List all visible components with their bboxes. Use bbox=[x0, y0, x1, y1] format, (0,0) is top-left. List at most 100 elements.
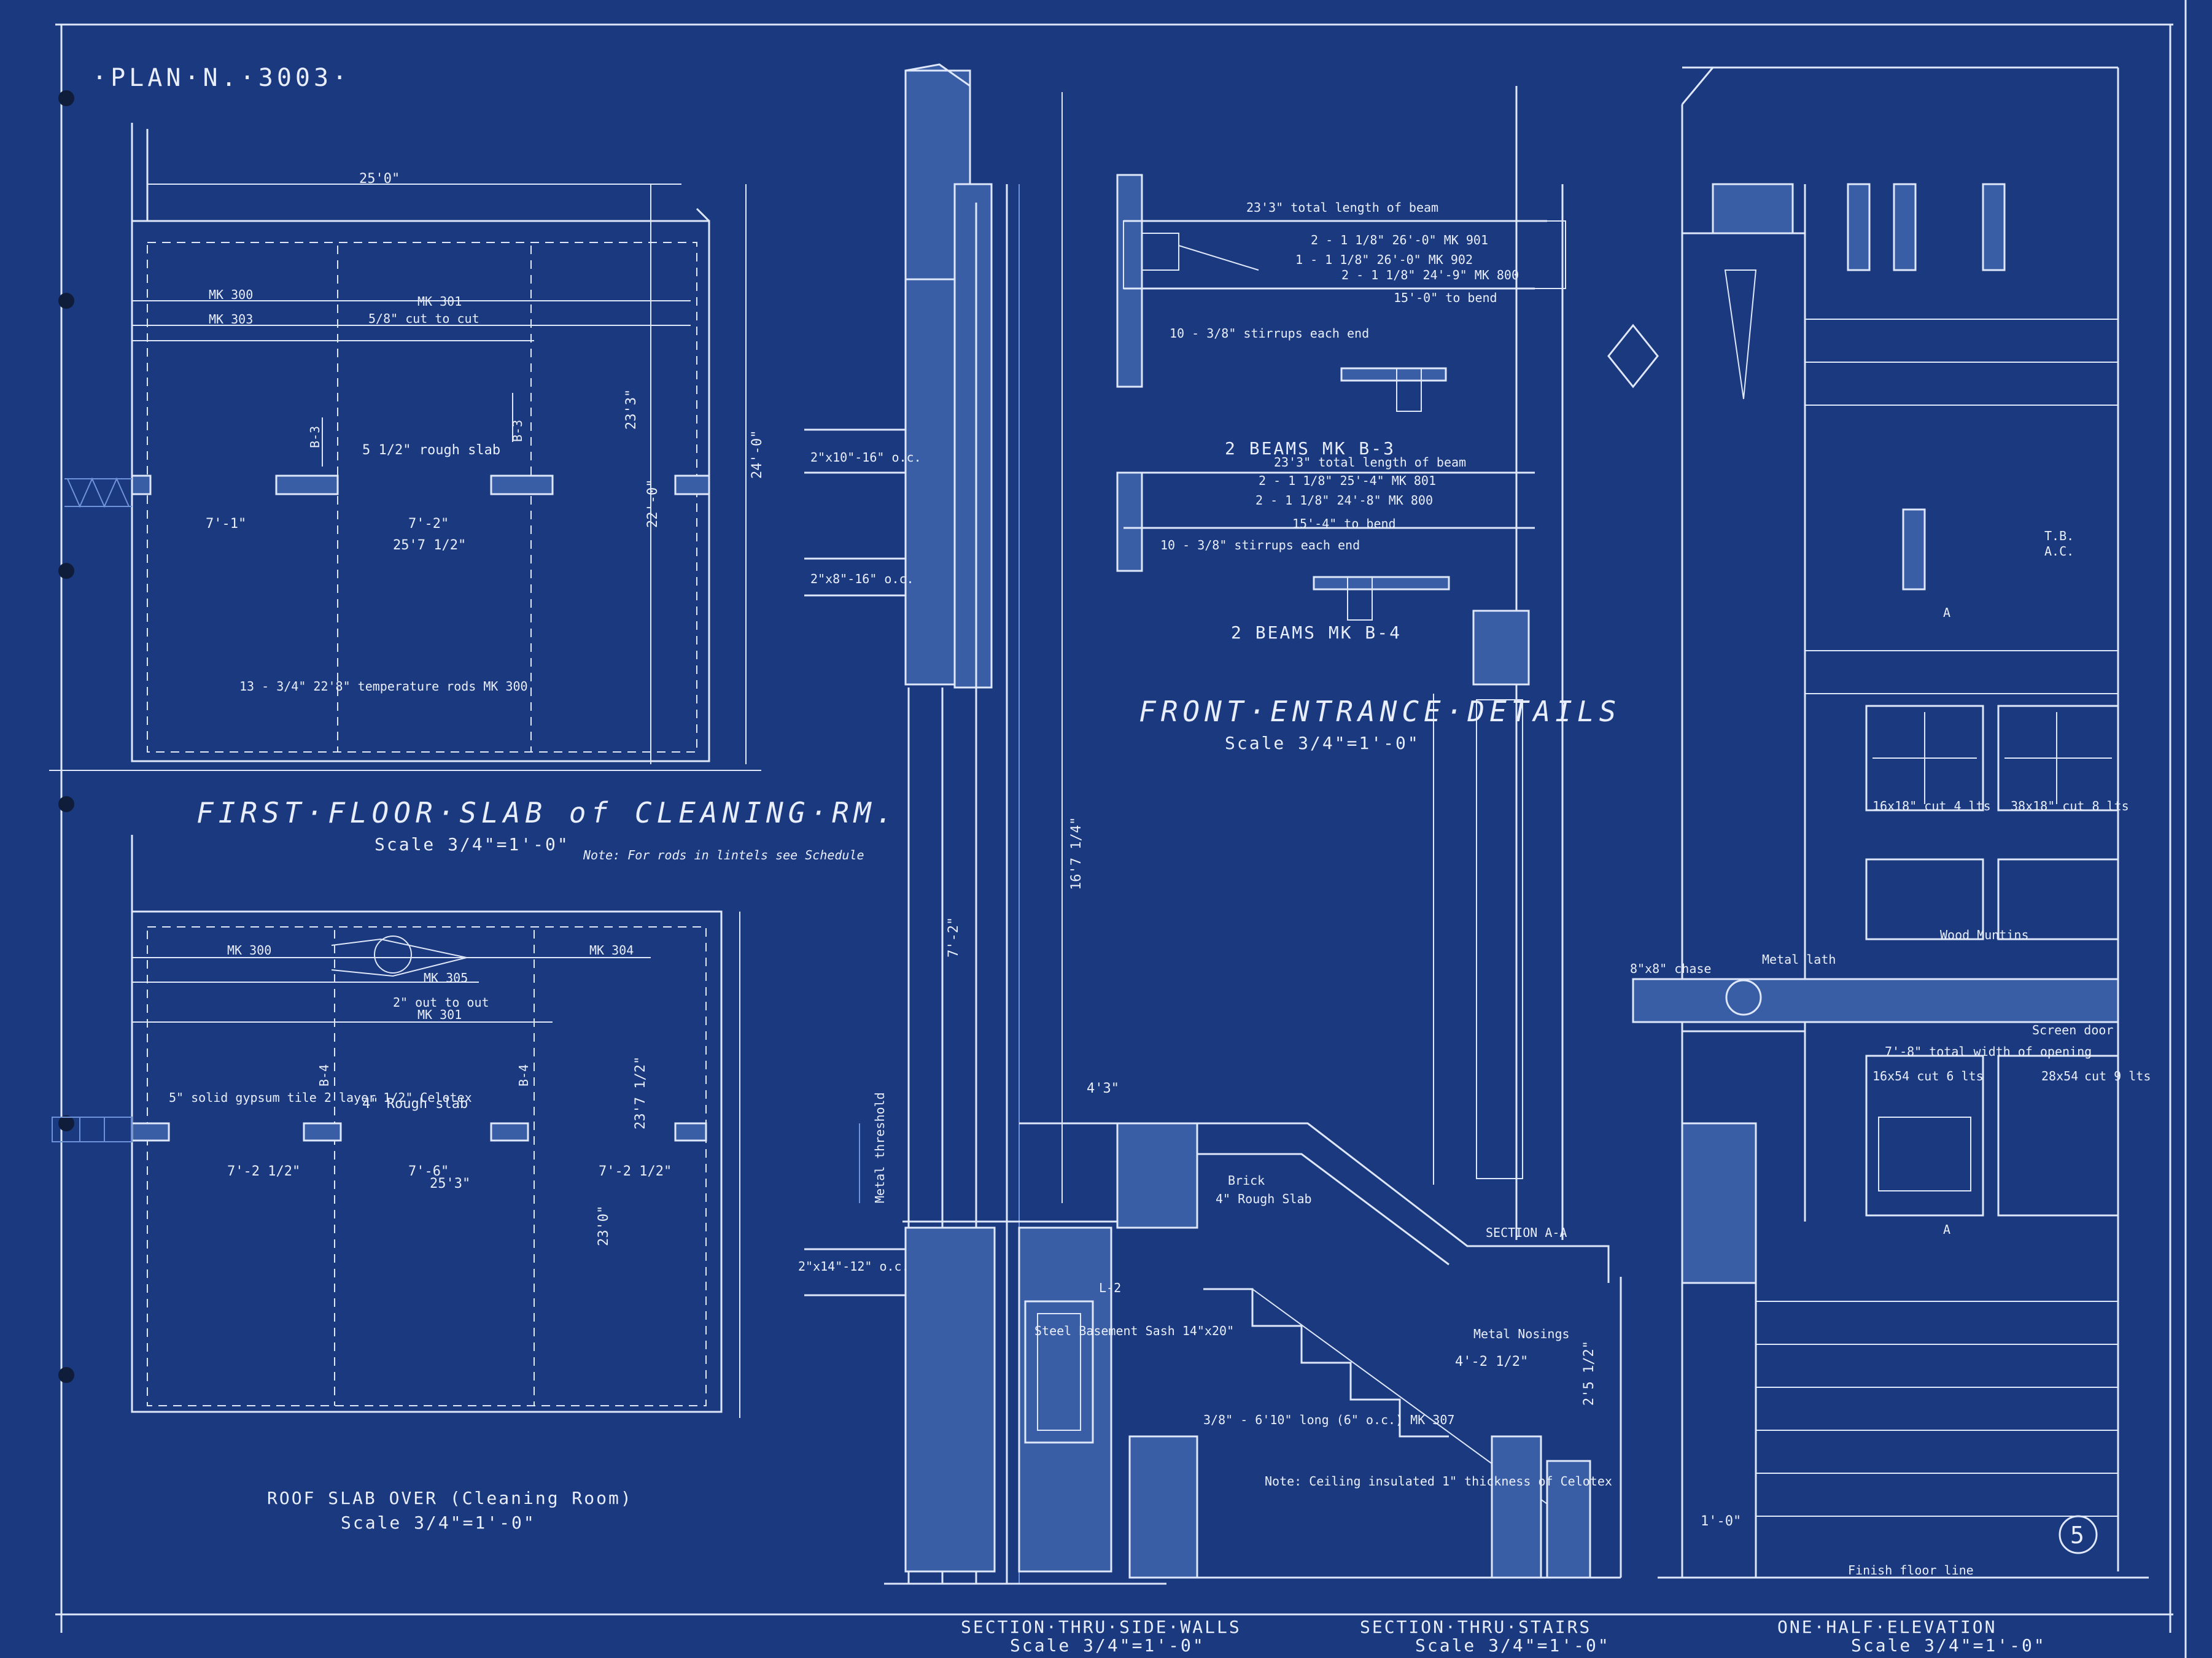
wall-lintel-tag: L-2 bbox=[1099, 1280, 1121, 1295]
elev-dim-base: 1'-0" bbox=[1701, 1514, 1741, 1529]
stairs-rods: 3/8" - 6'10" long (6" o.c.) MK 307 bbox=[1203, 1412, 1454, 1427]
sheet-border bbox=[55, 0, 2187, 1658]
ff-temperature-rods: 13 - 3/4" 22'8" temperature rods MK 300 bbox=[239, 679, 528, 694]
binder-holes bbox=[58, 90, 74, 1383]
elev-ac: A.C. bbox=[2044, 544, 2074, 559]
ff-mk301: MK 301 bbox=[417, 294, 462, 309]
ff-dim-rods-length: 23'3" bbox=[624, 389, 639, 430]
wall-joist-8: 2"x8"-16" o.c. bbox=[810, 571, 914, 586]
roof-scale: Scale 3/4"=1'-0" bbox=[341, 1513, 536, 1533]
entrance-scale: Scale 3/4"=1'-0" bbox=[1225, 733, 1420, 753]
roof-mk304: MK 304 bbox=[589, 943, 634, 958]
ff-dim-overall-width: 25'0" bbox=[359, 171, 400, 187]
ff-scale: Scale 3/4"=1'-0" bbox=[374, 834, 570, 854]
roof-dim-interior: 23'7 1/2" bbox=[633, 1056, 648, 1129]
b3-bar-1: 2 - 1 1/8" 26'-0" MK 901 bbox=[1311, 233, 1488, 247]
b4-bar-1: 2 - 1 1/8" 25'-4" MK 801 bbox=[1259, 473, 1436, 488]
elev-finish-floor: Finish floor line bbox=[1848, 1563, 1974, 1578]
walls-scale: Scale 3/4"=1'-0" bbox=[1010, 1635, 1205, 1656]
b4-bar-2: 2 - 1 1/8" 24'-8" MK 800 bbox=[1255, 493, 1433, 508]
elev-wood-muntins: Wood Muntins bbox=[1940, 928, 2029, 942]
roof-dim-bay-right: 7'-2 1/2" bbox=[599, 1164, 672, 1179]
front-entrance-details: 23'3" total length of beam 2 - 1 1/8" 26… bbox=[1116, 86, 1659, 1240]
b4-total-length: 23'3" total length of beam bbox=[1274, 455, 1466, 470]
wall-height-lower: 7'-2" bbox=[946, 917, 961, 958]
stairs-brick: Brick bbox=[1228, 1173, 1265, 1188]
wall-joist-14: 2"x14"-12" o.c. bbox=[798, 1259, 909, 1274]
section-stairs: SECTION A-A Metal Nosings Brick 4" Rough… bbox=[1019, 1122, 1622, 1656]
one-half-elevation: Metal lath 8"x8" chase Wood Muntins Scre… bbox=[1630, 66, 2151, 1656]
wall-metal-threshold: Metal threshold bbox=[872, 1092, 887, 1203]
roof-dim-bay-center: 7'-6" bbox=[408, 1164, 449, 1179]
elev-metal-lath: Metal lath bbox=[1762, 952, 1836, 967]
elev-screen-door: Screen door bbox=[2032, 1023, 2113, 1037]
wall-basement-sash: Steel Basement Sash 14"x20" bbox=[1034, 1323, 1234, 1338]
stairs-metal-nosings: Metal Nosings bbox=[1473, 1327, 1570, 1341]
stairs-title: SECTION·THRU·STAIRS bbox=[1360, 1617, 1591, 1637]
roof-dim-slab: 23'0" bbox=[596, 1206, 611, 1246]
ff-dim-bay-left: 7'-1" bbox=[206, 516, 246, 532]
roof-mk301: MK 301 bbox=[417, 1007, 462, 1022]
roof-beam-tag-left: B-4 bbox=[317, 1064, 332, 1087]
b4-bend: 15'-4" to bend bbox=[1292, 516, 1396, 531]
stairs-dim-rise: 2'5 1/2" bbox=[1581, 1341, 1597, 1406]
wall-dim-443: 4'3" bbox=[1087, 1081, 1119, 1096]
ff-cut-to-cut: 5/8" cut to cut bbox=[368, 311, 479, 326]
sheet-number: 5 bbox=[2070, 1522, 2084, 1549]
ff-title: FIRST·FLOOR·SLAB of CLEANING·RM. bbox=[196, 796, 898, 829]
ff-beam-tag-left: B-3 bbox=[308, 426, 322, 448]
elevation-title: ONE·HALF·ELEVATION bbox=[1777, 1617, 1997, 1637]
ff-dim-span: 25'7 1/2" bbox=[393, 538, 466, 553]
stairs-dim-run: 4'-2 1/2" bbox=[1455, 1354, 1528, 1369]
stairs-rough-slab: 4" Rough Slab bbox=[1216, 1191, 1312, 1206]
ff-beam-tag-right: B-3 bbox=[510, 420, 525, 442]
elevation-scale: Scale 3/4"=1'-0" bbox=[1851, 1635, 2046, 1656]
roof-title: ROOF SLAB OVER (Cleaning Room) bbox=[267, 1488, 633, 1508]
b3-stirrups: 10 - 3/8" stirrups each end bbox=[1170, 326, 1369, 341]
first-floor-slab-plan: 25'0" 24'-0" 22'-0" 23'3" 7'-2" 7'-1" 25… bbox=[49, 123, 898, 862]
elev-tb: T.B. bbox=[2044, 529, 2074, 543]
roof-mk300: MK 300 bbox=[227, 943, 271, 958]
ff-note: Note: For rods in lintels see Schedule bbox=[583, 848, 864, 862]
roof-slab-plan: 23'7 1/2" 23'0" 25'3" 7'-2 1/2" 7'-6" 7'… bbox=[52, 835, 740, 1533]
roof-gypsum-note: 5" solid gypsum tile 2 layer 1/2" Celote… bbox=[169, 1090, 472, 1105]
wall-height-total: 16'7 1/4" bbox=[1069, 817, 1084, 890]
ff-dim-bay-center: 7'-2" bbox=[408, 516, 449, 532]
entrance-title: FRONT·ENTRANCE·DETAILS bbox=[1139, 695, 1621, 728]
ff-mk303: MK 303 bbox=[209, 312, 253, 327]
ff-slab-note: 5 1/2" rough slab bbox=[362, 443, 500, 458]
b3-bar-3: 2 - 1 1/8" 24'-9" MK 800 bbox=[1341, 268, 1519, 282]
roof-dim-bay-left: 7'-2 1/2" bbox=[227, 1164, 300, 1179]
elev-section-mark-bottom: A bbox=[1943, 1222, 1950, 1237]
section-side-walls: 2"x10"-16" o.c. 2"x8"-16" o.c. 2"x14"-12… bbox=[798, 63, 1241, 1656]
b4-stirrups: 10 - 3/8" stirrups each end bbox=[1160, 538, 1360, 552]
b3-bar-2: 1 - 1 1/8" 26'-0" MK 902 bbox=[1295, 252, 1473, 267]
elev-sash-upper-left: 16x18" cut 4 lts bbox=[1872, 799, 1991, 813]
walls-title: SECTION·THRU·SIDE·WALLS bbox=[961, 1617, 1241, 1637]
stairs-section-aa: SECTION A-A bbox=[1486, 1225, 1567, 1240]
b3-name: 2 BEAMS MK B-3 bbox=[1225, 438, 1395, 459]
roof-beam-tag-right: B-4 bbox=[516, 1064, 531, 1087]
b4-name: 2 BEAMS MK B-4 bbox=[1231, 622, 1402, 643]
roof-out-to-out: 2" out to out bbox=[393, 995, 489, 1010]
roof-mk305: MK 305 bbox=[424, 970, 468, 985]
stairs-scale: Scale 3/4"=1'-0" bbox=[1415, 1635, 1610, 1656]
wall-joist-10: 2"x10"-16" o.c. bbox=[810, 450, 922, 465]
b3-bend: 15'-0" to bend bbox=[1394, 290, 1497, 305]
roof-dim-span: 25'3" bbox=[430, 1176, 470, 1191]
elev-sash-lower-left: 16x54 cut 6 lts bbox=[1872, 1069, 1984, 1083]
ff-dim-inner-depth: 22'-0" bbox=[645, 479, 661, 528]
roof-rough-slab: 4" Rough slab bbox=[362, 1096, 468, 1112]
elev-sash-lower-right: 28x54 bbox=[2041, 1069, 2078, 1083]
elev-chase: 8"x8" chase bbox=[1630, 961, 1711, 976]
elev-section-mark-top: A bbox=[1943, 605, 1950, 620]
plan-number: ·PLAN·N.·3003· bbox=[92, 64, 351, 92]
elev-sash-lower-right-lts: cut 9 lts bbox=[2084, 1069, 2151, 1083]
ff-dim-overall-depth: 24'-0" bbox=[750, 430, 765, 479]
ff-mk300: MK 300 bbox=[209, 287, 253, 302]
elev-opening-width: 7'-8" total width of opening bbox=[1885, 1044, 2092, 1059]
elev-sash-upper-right: 38x18" cut 8 lts bbox=[2011, 799, 2129, 813]
b3-total-length: 23'3" total length of beam bbox=[1246, 200, 1438, 215]
stairs-ceiling-note: Note: Ceiling insulated 1" thickness of … bbox=[1265, 1474, 1612, 1489]
